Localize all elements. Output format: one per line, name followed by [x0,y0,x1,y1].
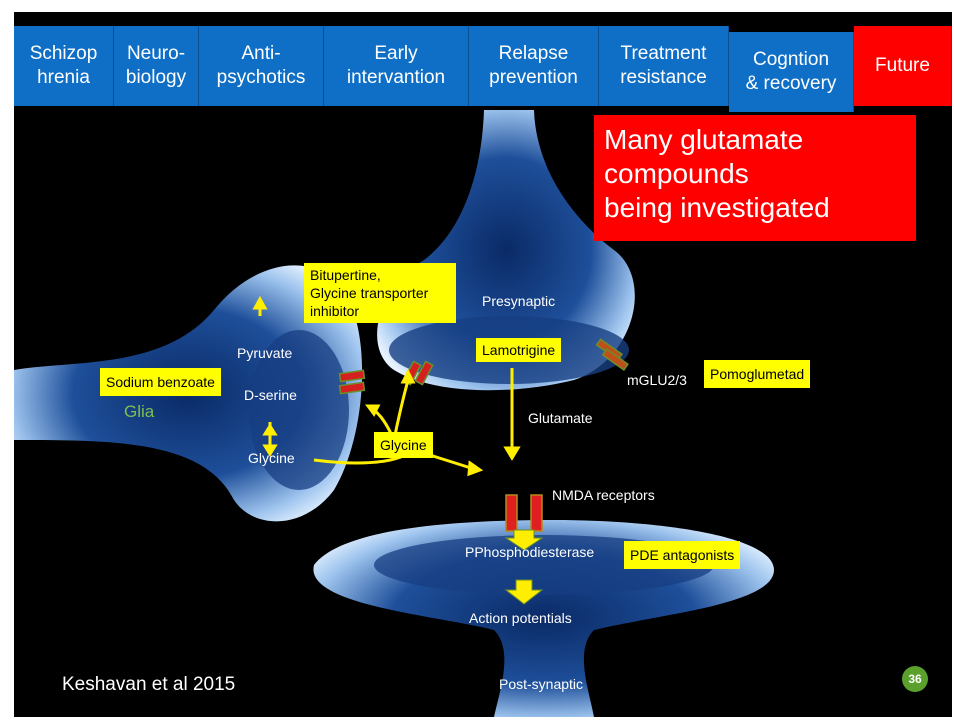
label-d-serine: D-serine [244,387,297,403]
box-sodium-benzoate: Sodium benzoate [100,368,221,396]
box-pomoglumetad: Pomoglumetad [704,360,810,388]
page-number-badge: 36 [902,666,928,692]
tab-antipsychotics[interactable]: Anti- psychotics [199,26,324,106]
tab-future[interactable]: Future [854,26,952,106]
label-pyruvate: Pyruvate [237,345,292,361]
label-glutamate: Glutamate [528,410,593,426]
tab-relapse-prevention[interactable]: Relapse prevention [469,26,599,106]
label-mglu23: mGLU2/3 [627,372,687,388]
box-pde-antagonists: PDE antagonists [624,541,740,569]
label-phosphodiesterase: PPhosphodiesterase [465,544,594,560]
glutamate-callout: Many glutamate compounds being investiga… [594,115,916,241]
tab-cognition-recovery[interactable]: Cogntion & recovery [729,32,854,112]
box-glycine: Glycine [374,432,433,458]
tab-early-intervention[interactable]: Early intervantion [324,26,469,106]
citation: Keshavan et al 2015 [62,674,235,696]
top-navigation: Schizop hrenia Neuro- biology Anti- psyc… [14,26,952,110]
label-nmda-receptors: NMDA receptors [552,487,655,503]
tab-schizophrenia[interactable]: Schizop hrenia [14,26,114,106]
label-glia: Glia [124,402,154,422]
label-post-synaptic: Post-synaptic [499,676,583,692]
label-presynaptic: Presynaptic [482,293,555,309]
label-glycine-cell: Glycine [248,450,295,466]
label-action-potentials: Action potentials [469,610,572,626]
tab-neurobiology[interactable]: Neuro- biology [114,26,199,106]
tab-treatment-resistance[interactable]: Treatment resistance [599,26,729,106]
box-lamotrigine: Lamotrigine [476,338,561,362]
slide: Schizop hrenia Neuro- biology Anti- psyc… [14,12,952,717]
box-bitupertine: Bitupertine, Glycine transporter inhibit… [304,263,456,323]
